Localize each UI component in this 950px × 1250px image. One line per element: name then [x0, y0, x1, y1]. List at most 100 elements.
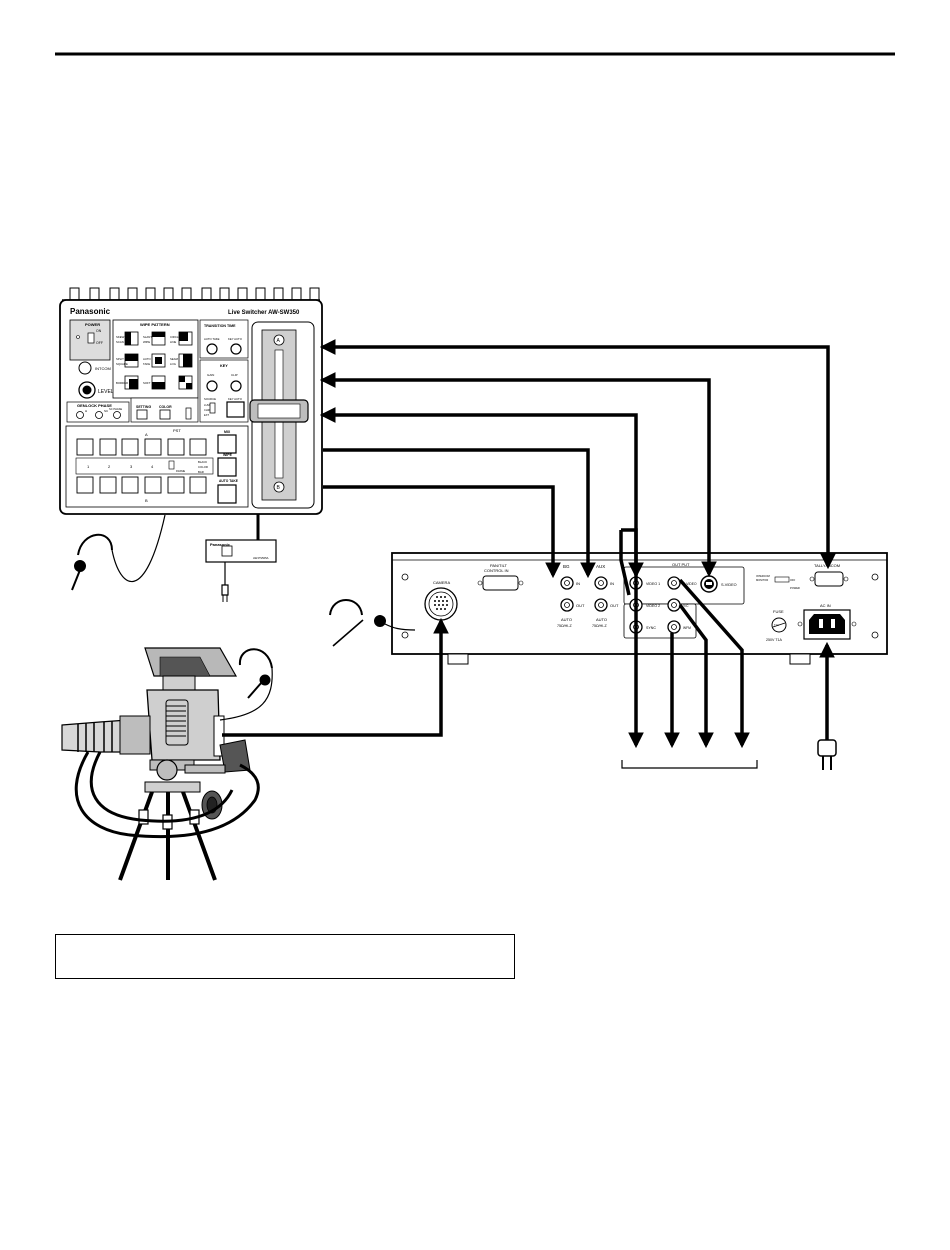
- aux-term-label: 75Ω/HI-Z: [592, 624, 607, 628]
- bg-out-label: OUT: [576, 603, 585, 608]
- pan-tilt-connector: [482, 575, 519, 591]
- output-brace: [621, 760, 758, 769]
- wipe-label-seam: SEAM: [170, 357, 179, 361]
- wipe-label-split: SPLIT: [116, 357, 124, 361]
- cable-svideo: [319, 372, 717, 578]
- wipe-label-border: BORDER: [116, 381, 128, 385]
- camera-headset: [219, 648, 273, 721]
- note-box: [55, 934, 515, 979]
- key-gain-label: GAIN: [207, 373, 214, 377]
- bus-bar-label: BAR: [198, 470, 204, 474]
- wipe-button[interactable]: [217, 457, 237, 477]
- wipe-label-skew: SKEW: [116, 335, 125, 339]
- switcher-top-connectors: [62, 287, 320, 301]
- wipe-label-log: LOG: [170, 362, 176, 366]
- bus-color-label: COLOR: [198, 465, 208, 469]
- transition-time-title: TRANSITION TIME: [204, 324, 236, 328]
- bg-auto-label: AUTO: [561, 617, 572, 622]
- mix-label: MIX: [224, 430, 231, 434]
- key-clip-knob[interactable]: [230, 380, 242, 392]
- key-source-switch[interactable]: [209, 402, 216, 414]
- intercom-knob[interactable]: [78, 361, 92, 375]
- wipe-label-circle: CIRCLE: [170, 335, 180, 339]
- cable-bg-in: [323, 485, 561, 579]
- power-switch[interactable]: [87, 332, 95, 344]
- key-source-chr: CHR: [204, 408, 210, 412]
- setting-label: SETTING: [136, 405, 151, 409]
- genlock-h-knob[interactable]: [76, 411, 84, 419]
- key-auto-time-label: KEY AUTO: [228, 337, 243, 341]
- genlock-scphase-knob[interactable]: [113, 411, 121, 419]
- fader-a-indicator: [273, 334, 285, 346]
- aux-in-label: IN: [610, 581, 614, 586]
- color-button[interactable]: [159, 409, 171, 420]
- genlock-h-label: H: [85, 409, 87, 413]
- switcher-model: Live Switcher AW-SW350: [228, 310, 300, 316]
- cable-tally: [319, 339, 836, 570]
- wipe-label-square: SQUARE: [116, 362, 128, 366]
- bus-b-buttons[interactable]: [76, 476, 207, 494]
- key-clip-label: CLIP: [231, 373, 238, 377]
- wipe-label: WIPE: [223, 453, 233, 457]
- bus-number-2: 2: [108, 464, 111, 469]
- fader-handle-grip: [257, 403, 301, 419]
- bus-a-buttons[interactable]: [76, 438, 207, 456]
- genlock-sc-knob[interactable]: [95, 411, 103, 419]
- ac-plug: [817, 739, 837, 770]
- pst-label: PST: [173, 428, 181, 433]
- color-label: COLOR: [159, 405, 172, 409]
- cable-yc-out: [678, 603, 714, 749]
- tally-connector: [814, 571, 844, 587]
- video-camera: [61, 647, 260, 881]
- genlock-title: GENLOCK PHASE: [77, 403, 112, 408]
- aux-out-label: OUT: [610, 603, 619, 608]
- key-gain-knob[interactable]: [206, 380, 218, 392]
- cable-video2-out: [621, 528, 644, 749]
- mode-intercom: INTERCOM: [756, 574, 770, 578]
- connection-lines: [222, 339, 836, 749]
- wipe-label-take: TAKE: [143, 362, 150, 366]
- power-title: POWER: [85, 322, 100, 327]
- wipe-label-scan: SCAN: [116, 340, 124, 344]
- genlock-scphase-label: SC PHASE: [109, 407, 122, 411]
- mode-off: OFF: [790, 578, 796, 582]
- bus-number-strip: [75, 457, 214, 475]
- power-lamp: [76, 335, 80, 339]
- key-auto-button[interactable]: [226, 401, 245, 418]
- auto-take-button[interactable]: [217, 484, 237, 504]
- genlock-sc-label: SC: [104, 409, 109, 413]
- mode-switch: [774, 576, 790, 583]
- auto-take-time-label: AUTO TAKE: [204, 337, 220, 341]
- svideo-small-label: S-VIDEO: [683, 582, 697, 586]
- fader-a-label: A: [277, 338, 281, 344]
- rear-headset: [329, 599, 416, 647]
- mix-button[interactable]: [217, 434, 237, 454]
- switcher-brand: Panasonic: [70, 307, 111, 316]
- rear-foot-right: [789, 653, 811, 665]
- ac-in-label: AC IN: [820, 603, 831, 608]
- power-on-label: ON: [96, 329, 102, 333]
- intercom-power-unit: Panasonic AW-PS505A: [205, 539, 277, 602]
- frame-label: FRAME: [176, 469, 185, 473]
- bg-in-label: IN: [576, 581, 580, 586]
- bus-black-label: BLACK: [198, 460, 207, 464]
- aux-auto-label: AUTO: [596, 617, 607, 622]
- fuse-value: T1A: [774, 623, 779, 627]
- cable-wfm-out: [678, 578, 750, 749]
- wipe-pattern-labels: SKEW SCAN SLANT WIPE CIRCLE LINE SPLIT S…: [116, 335, 180, 385]
- setting-button[interactable]: [136, 409, 148, 420]
- frame-mode-switch[interactable]: [185, 407, 192, 420]
- cable-aux-in: [323, 448, 596, 579]
- fader-b-indicator: [273, 481, 285, 493]
- auto-take-time-knob[interactable]: [206, 343, 218, 355]
- bus-number-4: 4: [151, 464, 154, 469]
- key-source-label: SOURCE: [204, 397, 216, 401]
- frame-switch[interactable]: [168, 460, 175, 470]
- key-auto-time-knob[interactable]: [230, 343, 242, 355]
- bg-title: BG: [563, 564, 570, 569]
- bus-b-label: B: [145, 498, 148, 503]
- cable-camera: [222, 617, 449, 737]
- svideo-label: S-VIDEO: [721, 583, 737, 587]
- key-auto-label: KEY AUTO: [228, 397, 243, 401]
